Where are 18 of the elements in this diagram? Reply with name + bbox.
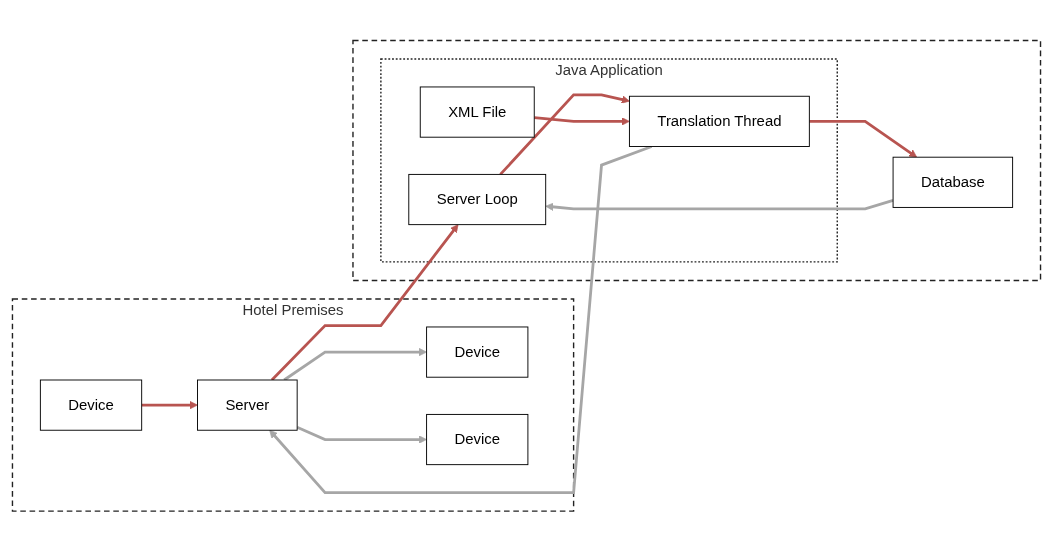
node-box: Database	[892, 156, 1014, 209]
node-box: XML File	[419, 86, 535, 138]
arrow	[809, 120, 918, 158]
node-box: Device	[426, 326, 529, 378]
cluster	[352, 39, 1042, 282]
arrow	[141, 401, 198, 410]
arrow	[499, 93, 630, 176]
node-box: Device	[426, 414, 529, 466]
node-box: Server Loop	[408, 174, 547, 226]
node-box: Server	[197, 379, 298, 431]
node-box: Translation Thread	[628, 96, 810, 148]
arrow	[270, 224, 459, 382]
arrow	[534, 116, 630, 126]
arrow	[269, 145, 653, 495]
arrow	[545, 199, 894, 212]
node-box: Device	[39, 379, 143, 431]
arrow	[296, 426, 427, 444]
arrow	[283, 348, 427, 382]
